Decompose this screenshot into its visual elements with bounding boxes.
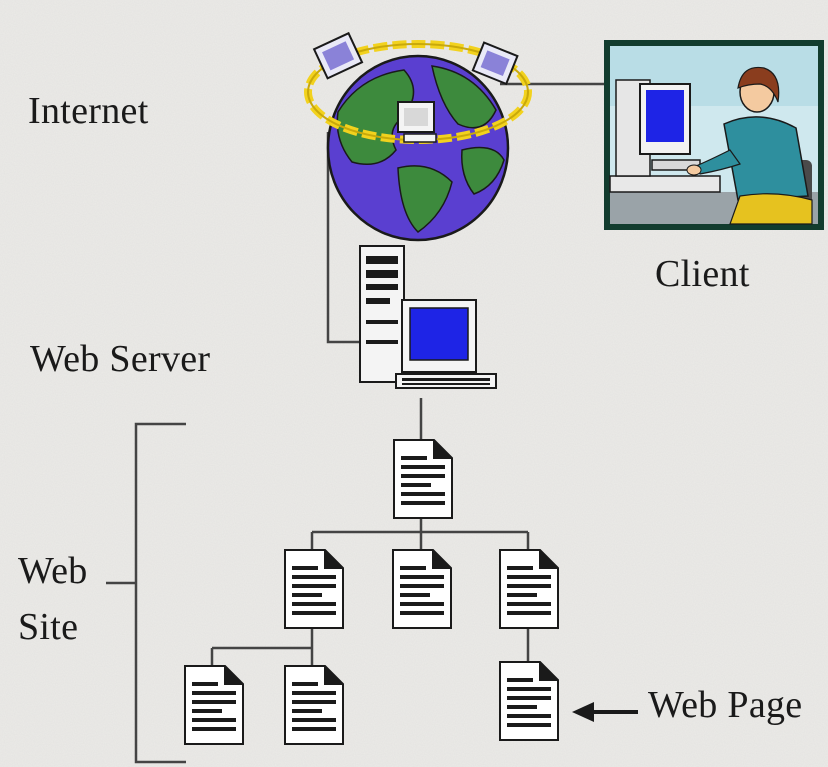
client-label: Client — [655, 253, 750, 295]
document-icon — [392, 549, 452, 629]
document-icon — [184, 665, 244, 745]
connector-lines — [106, 82, 604, 764]
client-scene-icon — [604, 40, 824, 230]
document-icon — [499, 661, 559, 741]
workstation-icon — [359, 245, 497, 389]
arrow-left-icon — [572, 702, 638, 722]
document-icon — [499, 549, 559, 629]
document-icon — [393, 439, 453, 519]
web-site-label-line2: Site — [18, 606, 79, 648]
globe-icon — [304, 31, 532, 242]
document-icon — [284, 549, 344, 629]
web-page-label: Web Page — [648, 684, 803, 726]
web-server-label: Web Server — [30, 338, 211, 380]
document-icon — [284, 665, 344, 745]
web-site-bracket — [134, 422, 186, 764]
globe-to-server-line — [326, 132, 368, 344]
internet-label: Internet — [28, 90, 149, 132]
web-site-label-line1: Web — [18, 550, 88, 592]
